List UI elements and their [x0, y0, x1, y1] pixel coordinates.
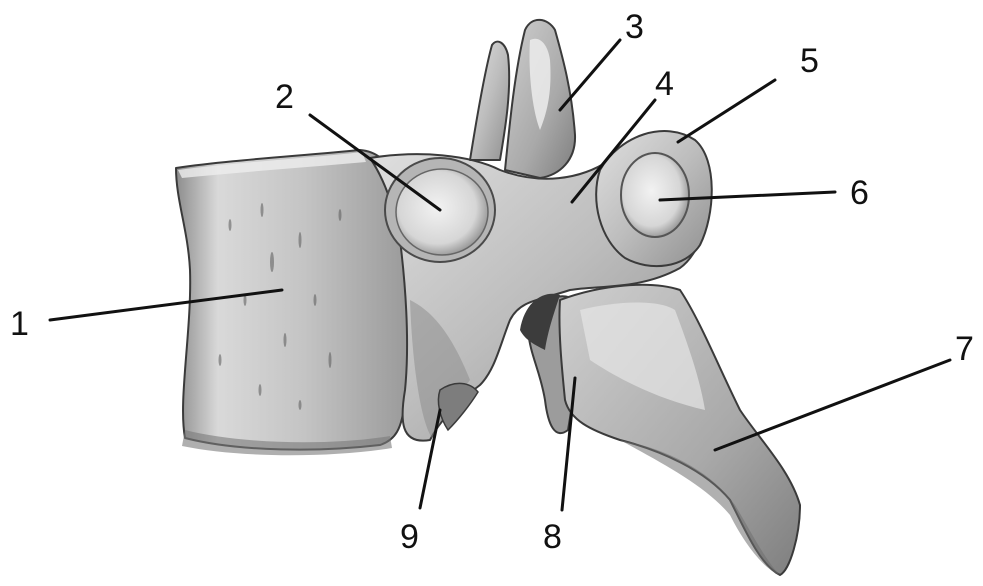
callout-number-6: 6 [850, 174, 869, 212]
callout-number-4: 4 [655, 65, 674, 103]
superior-articular-process [470, 20, 575, 178]
leader-line-5 [678, 80, 775, 142]
leader-line-7 [715, 360, 950, 450]
callout-number-1: 1 [10, 305, 29, 343]
callout-number-2: 2 [275, 78, 294, 116]
leader-line-3 [560, 40, 620, 110]
vertebral-body [176, 150, 409, 455]
callout-number-3: 3 [625, 8, 644, 46]
callout-number-7: 7 [955, 330, 974, 368]
inferior-vertebral-notch [438, 383, 478, 430]
callout-number-8: 8 [543, 518, 562, 556]
callout-number-5: 5 [800, 42, 819, 80]
transverse-costal-facet [621, 153, 689, 237]
callout-number-9: 9 [400, 518, 419, 556]
